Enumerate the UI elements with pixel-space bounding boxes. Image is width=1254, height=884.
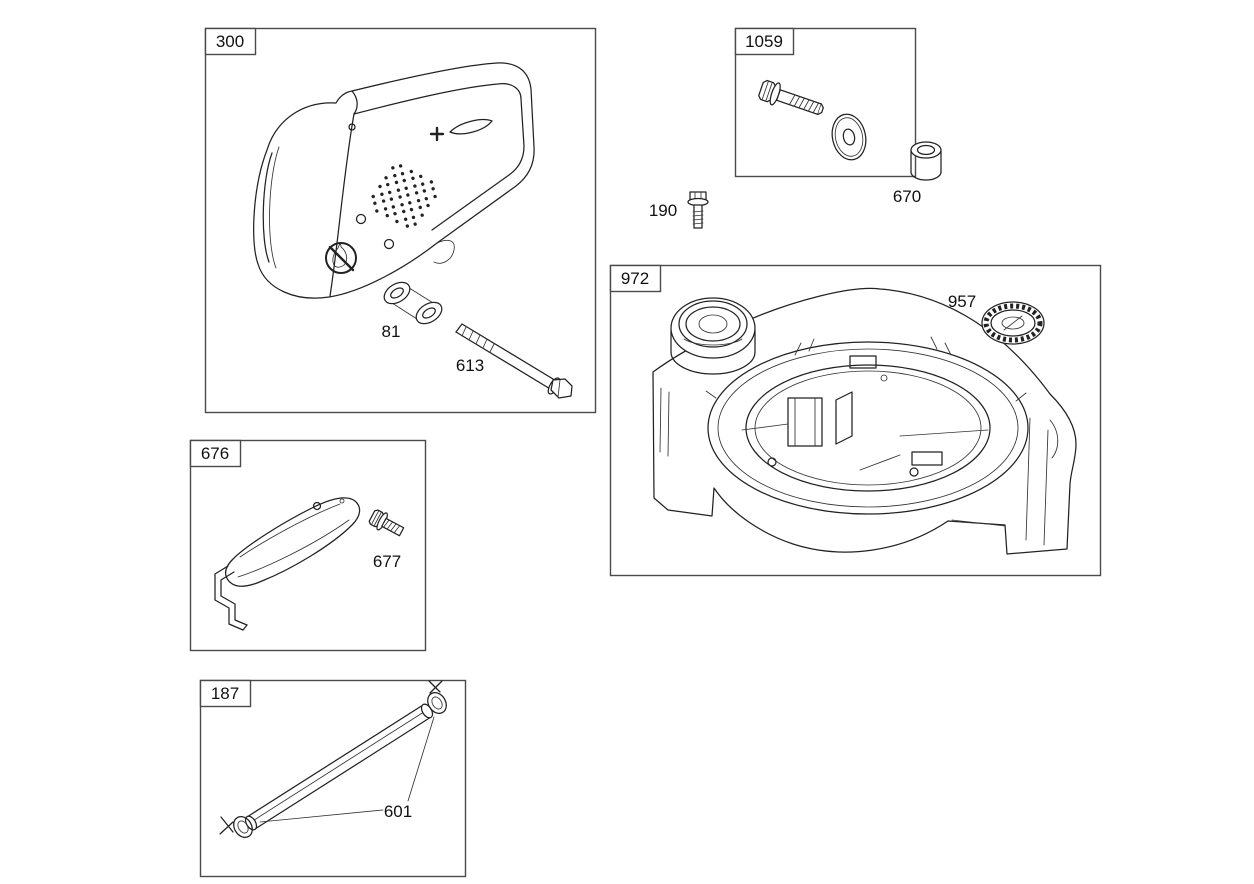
box-300-number: 300 bbox=[216, 32, 244, 51]
fuel-filler-neck bbox=[670, 297, 756, 375]
part-957-number: 957 bbox=[948, 292, 976, 311]
clamp-left bbox=[219, 816, 253, 838]
muffler-drawing: 81 613 bbox=[253, 62, 573, 399]
box-187-number: 187 bbox=[211, 684, 239, 703]
leader-line-left bbox=[259, 809, 384, 823]
flame-prohibited-icon bbox=[325, 242, 357, 274]
box-972 bbox=[609, 264, 1102, 577]
box-676 bbox=[189, 439, 427, 652]
muffler-guard-drawing: 677 bbox=[214, 497, 405, 631]
box-300 bbox=[204, 27, 597, 414]
muffler-hole-left bbox=[355, 213, 367, 225]
part-190-number: 190 bbox=[649, 201, 677, 220]
part-601-number: 601 bbox=[384, 802, 412, 821]
part-190-bolt-drawing bbox=[687, 191, 709, 229]
part-957-fuel-cap-drawing bbox=[981, 301, 1045, 345]
bolt-washer-drawing bbox=[758, 79, 867, 161]
part-1059-bolt bbox=[758, 79, 824, 116]
leader-line-right bbox=[407, 716, 435, 802]
box-187-label-frame bbox=[199, 679, 252, 708]
part-670-number: 670 bbox=[893, 187, 921, 206]
box-300-label-frame bbox=[204, 27, 257, 56]
part-677-screw-drawing bbox=[368, 509, 405, 537]
callout-boxes: 300 1059 972 676 187 bbox=[189, 27, 1102, 878]
fuel-line-drawing: 601 bbox=[219, 680, 447, 838]
box-1059-number: 1059 bbox=[745, 32, 783, 51]
part-1059-washer bbox=[831, 113, 867, 161]
muffler-body-outline bbox=[253, 62, 535, 299]
muffler-perforation-dots bbox=[371, 164, 437, 228]
box-676-number: 676 bbox=[201, 444, 229, 463]
part-670-spacer-drawing bbox=[910, 141, 942, 181]
plus-mark-icon bbox=[429, 126, 445, 142]
muffler-hole-right bbox=[383, 238, 395, 250]
part-613-number: 613 bbox=[456, 356, 484, 375]
blower-housing-drawing: 957 bbox=[652, 287, 1077, 555]
part-81-lock-drawing bbox=[383, 281, 443, 325]
box-1059-label-frame bbox=[734, 27, 795, 56]
housing-ring bbox=[705, 336, 1029, 515]
part-613-screw-drawing bbox=[455, 323, 573, 399]
muffler-hole-small bbox=[348, 123, 356, 131]
guard-plate-outline bbox=[224, 497, 361, 587]
louver-outline bbox=[449, 119, 493, 135]
box-1059 bbox=[734, 27, 917, 178]
part-677-number: 677 bbox=[373, 552, 401, 571]
box-972-label-frame bbox=[609, 264, 662, 293]
part-81-number: 81 bbox=[382, 322, 401, 341]
box-972-number: 972 bbox=[621, 269, 649, 288]
clamp-right bbox=[427, 680, 447, 714]
box-187 bbox=[199, 679, 467, 878]
box-676-label-frame bbox=[189, 439, 242, 468]
